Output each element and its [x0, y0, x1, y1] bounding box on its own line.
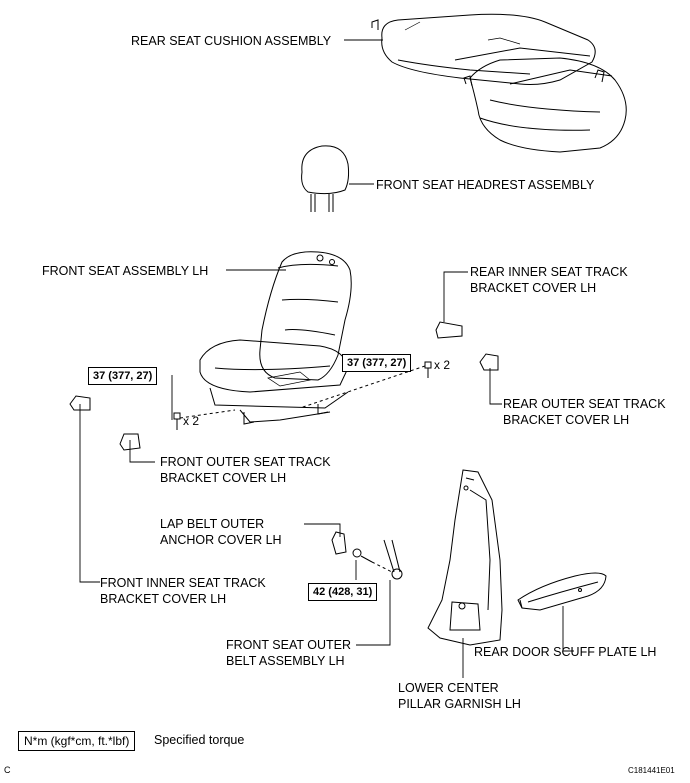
rear-inner-cover-drawing	[435, 321, 463, 339]
front-outer-cover-drawing	[119, 433, 141, 451]
seat-belt-drawing	[383, 539, 403, 580]
label-front-inner-cover-line1: FRONT INNER SEAT TRACK	[100, 576, 266, 590]
pillar-garnish-drawing	[427, 469, 503, 646]
label-rear-inner-cover-line2: BRACKET COVER LH	[470, 281, 597, 295]
front-seat-drawing	[199, 251, 352, 425]
label-front-seat-headrest: FRONT SEAT HEADREST ASSEMBLY	[376, 178, 595, 192]
torque-belt: 42 (428, 31)	[308, 583, 378, 601]
footer-code: C181441E01	[628, 766, 675, 775]
torque-seat-right: 37 (377, 27)	[342, 354, 412, 372]
front-inner-cover-drawing	[69, 395, 91, 411]
label-lap-belt-line1: LAP BELT OUTER	[160, 517, 265, 531]
legend-text: Specified torque	[154, 733, 245, 747]
label-rear-outer-cover-line2: BRACKET COVER LH	[503, 413, 630, 427]
label-lower-pillar-line2: PILLAR GARNISH LH	[398, 697, 521, 711]
label-rear-seat-cushion: REAR SEAT CUSHION ASSEMBLY	[131, 34, 332, 48]
label-lower-pillar-line1: LOWER CENTER	[398, 681, 499, 695]
label-front-belt-line1: FRONT SEAT OUTER	[226, 638, 352, 652]
legend-unit-box: N*m (kgf*cm, ft.*lbf)	[18, 731, 136, 751]
quantity-right: x 2	[434, 358, 451, 372]
footer-letter: C	[4, 765, 11, 775]
torque-seat-left: 37 (377, 27)	[88, 367, 158, 385]
label-rear-door-scuff: REAR DOOR SCUFF PLATE LH	[474, 645, 657, 659]
rear-outer-cover-drawing	[479, 353, 499, 371]
lap-belt-cover-drawing	[331, 531, 347, 555]
leader-lines	[79, 39, 574, 678]
bolt-right-drawing	[424, 361, 432, 378]
scuff-plate-drawing	[517, 572, 607, 611]
quantity-left: x 2	[183, 414, 200, 428]
label-front-seat-assembly: FRONT SEAT ASSEMBLY LH	[42, 264, 209, 278]
label-lap-belt-line2: ANCHOR COVER LH	[160, 533, 282, 547]
label-front-outer-cover-line2: BRACKET COVER LH	[160, 471, 287, 485]
label-front-outer-cover-line1: FRONT OUTER SEAT TRACK	[160, 455, 331, 469]
label-front-inner-cover-line2: BRACKET COVER LH	[100, 592, 227, 606]
headrest-drawing	[301, 145, 350, 212]
label-rear-inner-cover-line1: REAR INNER SEAT TRACK	[470, 265, 628, 279]
belt-bolt-drawing	[352, 548, 373, 563]
bolt-left-drawing	[173, 412, 181, 430]
label-rear-outer-cover-line1: REAR OUTER SEAT TRACK	[503, 397, 666, 411]
rear-seat-cushion-drawing	[371, 13, 627, 153]
label-front-belt-line2: BELT ASSEMBLY LH	[226, 654, 345, 668]
